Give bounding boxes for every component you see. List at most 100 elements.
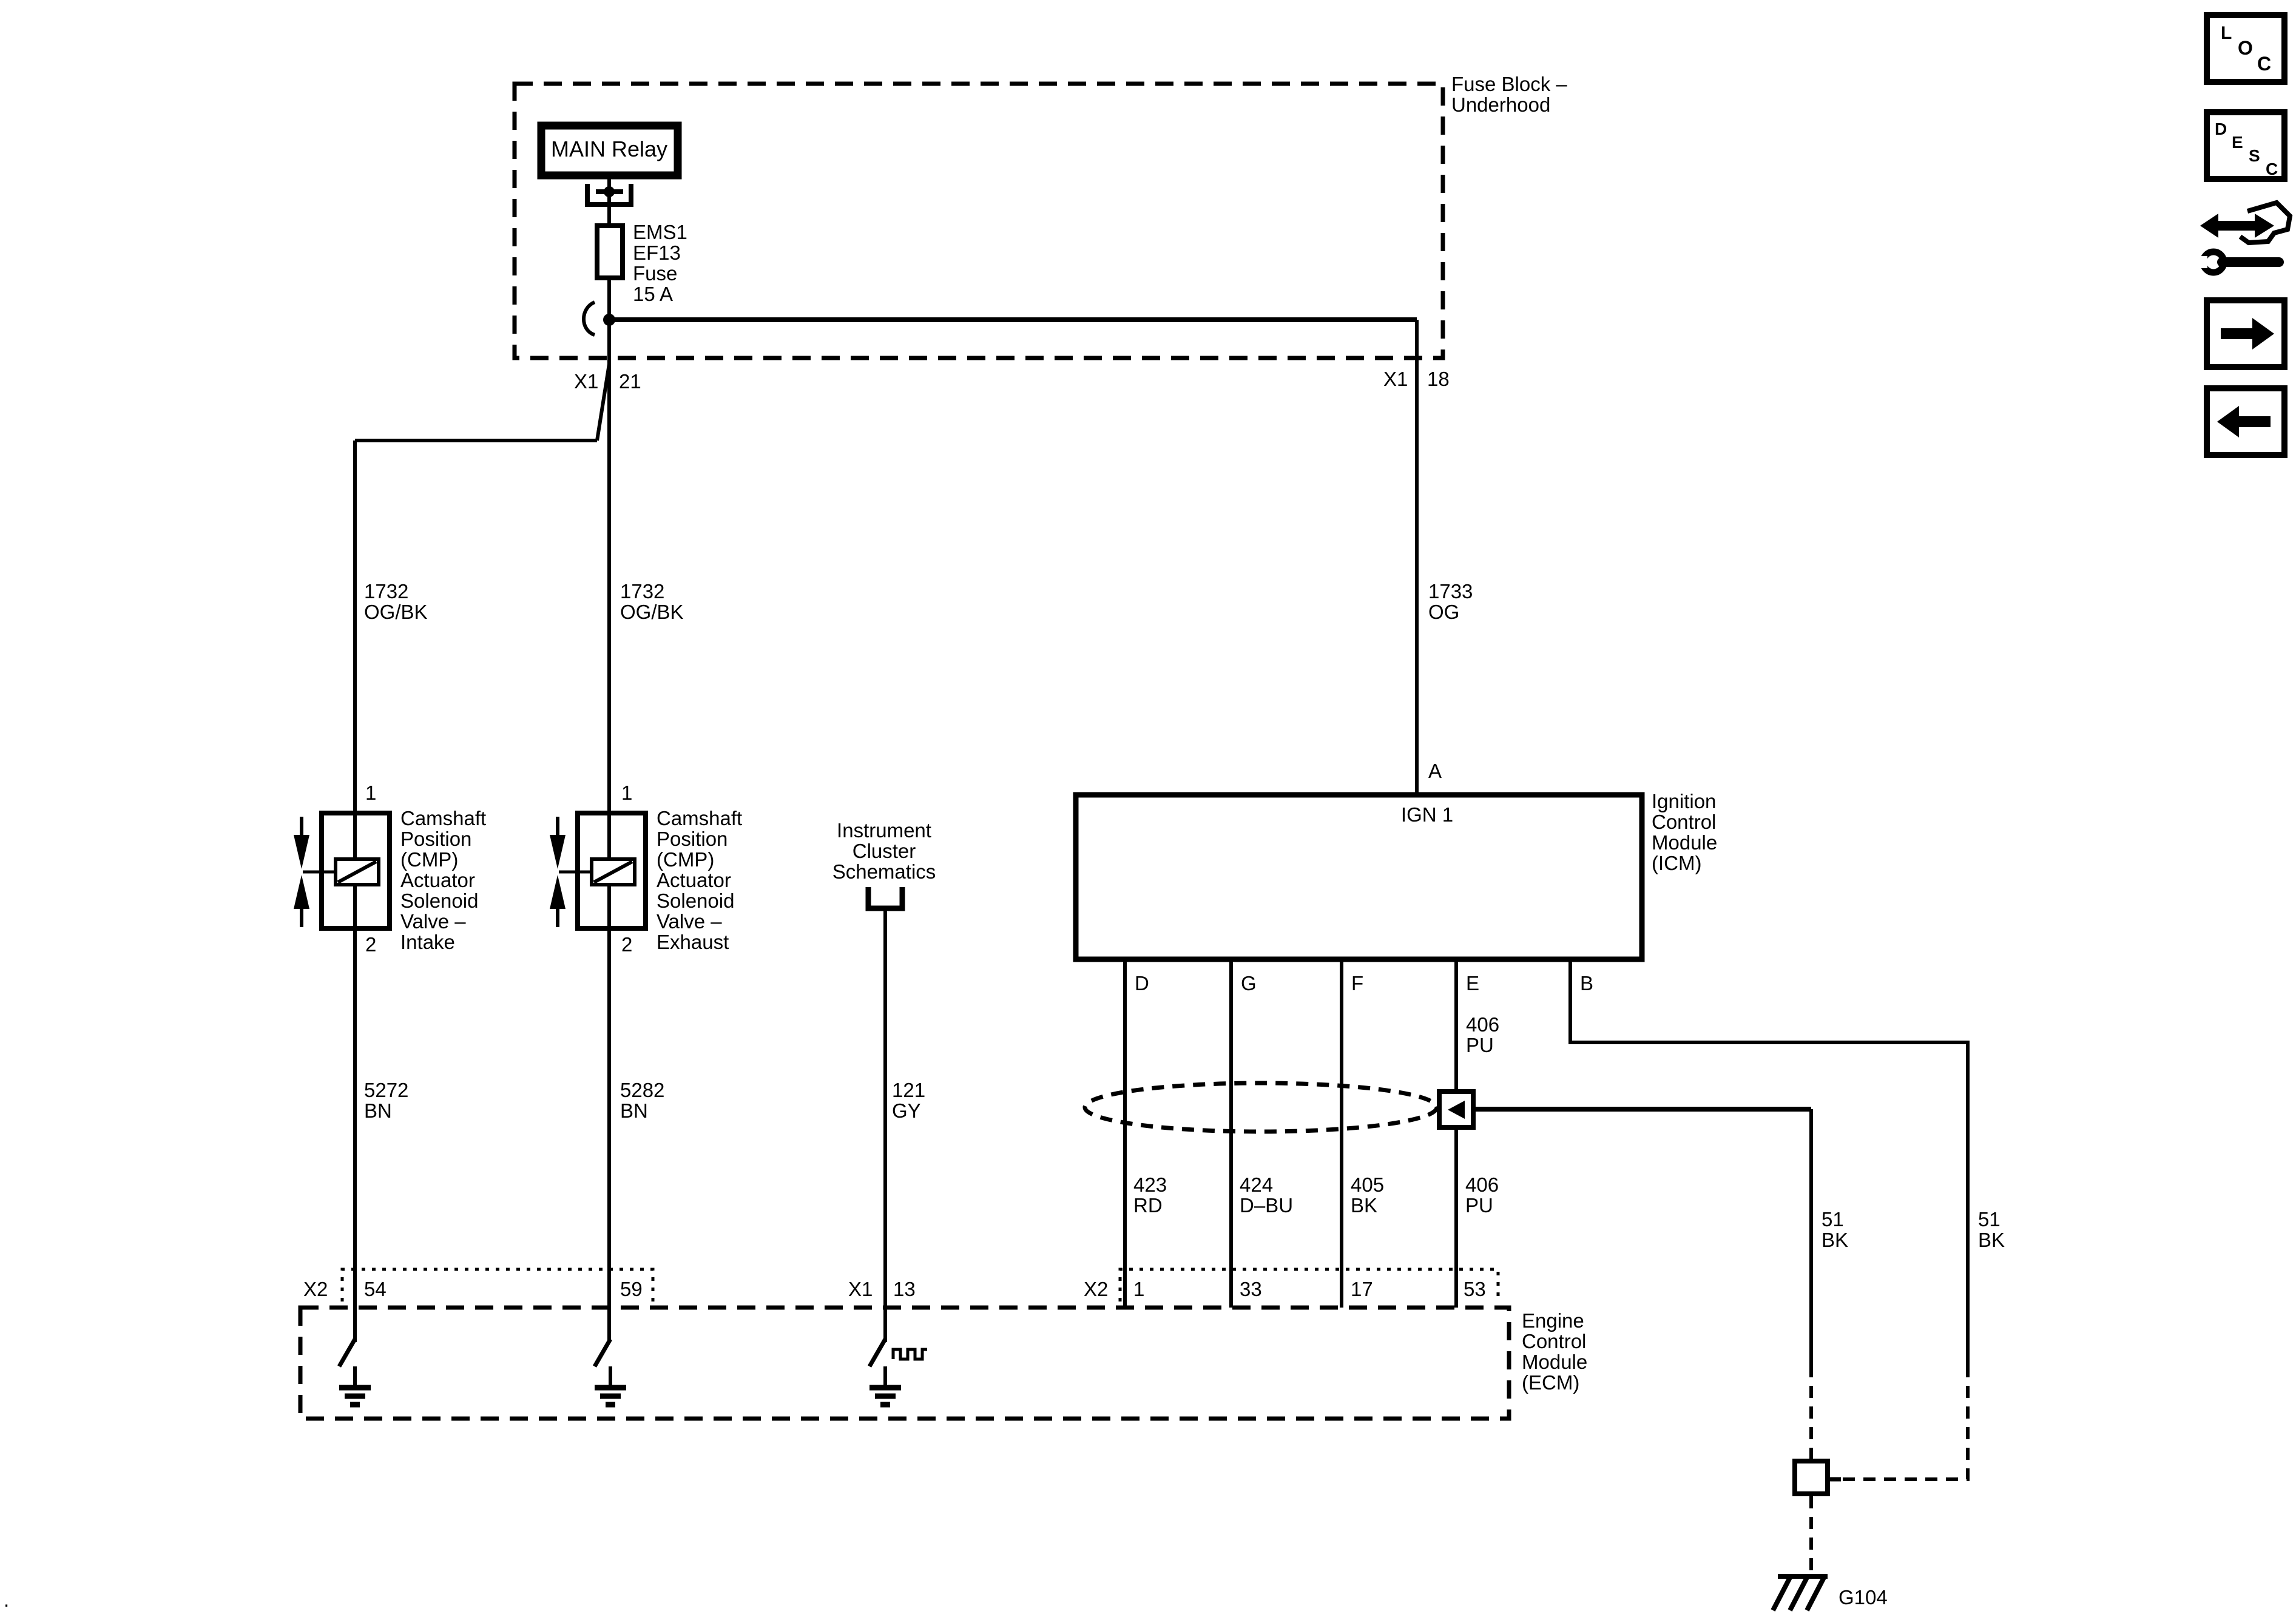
fuse-name: EMS1 [633,221,687,243]
cmp-exhaust-label: Camshaft [657,807,743,829]
wire-1732-right-color: OG/BK [620,601,684,623]
ground-label: G104 [1838,1586,1888,1609]
wire-405-circuit: 405 [1351,1173,1385,1196]
ground-connector-symbol [1792,1459,1830,1496]
icm-label: (ICM) [1652,852,1702,874]
wire-5272-color: BN [364,1099,392,1122]
cmp-exhaust-label: (CMP) [657,848,715,871]
ecm-pin-59: 59 [620,1278,643,1300]
wire-121-color: GY [892,1099,921,1122]
wire-5282-circuit: 5282 [620,1079,665,1101]
g104-ground-icon [1771,1574,1828,1612]
cmp-intake-label: Valve – [400,910,466,933]
terminal-x1-21-conn: X1 [574,370,599,393]
ecm-pin-53: 53 [1464,1278,1486,1300]
fuse-block-border [512,81,1445,360]
wire-main-relay-feed [607,175,1419,1342]
icm-pin-f: F [1351,972,1364,994]
icm-pin-g: G [1241,972,1257,994]
wire-1732-right-circuit: 1732 [620,580,665,603]
wire-406-lower-color: PU [1465,1194,1493,1217]
wire-424-circuit: 424 [1240,1173,1274,1196]
fuse-block-title-line2: Underhood [1451,93,1551,116]
cmp-exhaust-label: Solenoid [657,890,735,912]
cmp-intake-pin-1: 1 [365,781,377,804]
instrument-cluster-ref: Cluster [852,840,916,862]
instrument-cluster-ref: Schematics [832,860,936,883]
wire-406-upper-color: PU [1466,1034,1494,1056]
ecm-border [298,1305,1511,1421]
cmp-intake-label: Position [400,828,472,850]
wire-121-circuit: 121 [892,1079,926,1101]
cmp-exhaust-symbol [550,811,648,931]
desc-button-letter: C [2266,160,2278,178]
icm-box [1073,792,1645,962]
wire-5282-color: BN [620,1099,648,1122]
icm-label: Ignition [1652,790,1717,812]
cmp-exhaust-label: Position [657,828,728,850]
inline-connector-symbol [1437,1089,1476,1130]
wire-branch-intake [353,363,611,1342]
ecm-pin-1: 1 [1133,1278,1145,1300]
ecm-label: Control [1522,1330,1587,1352]
icm-pin-e: E [1466,972,1480,994]
pwm-signal-icon [891,1348,927,1361]
loc-button-letter: C [2257,53,2272,75]
icm-pin-a: A [1428,760,1442,782]
cmp-exhaust-label: Exhaust [657,931,729,953]
wire-51-right-circuit: 51 [1978,1208,2001,1230]
ecm-conn-x2-right: X2 [1084,1278,1109,1300]
icm-pin-d: D [1135,972,1149,994]
ecm-pin-17: 17 [1351,1278,1373,1300]
fuse-rating: 15 A [633,283,674,305]
desc-button[interactable] [2204,109,2288,182]
desc-button-letter: D [2215,120,2227,138]
cmp-intake-label: Camshaft [400,807,487,829]
ecm-label: Engine [1522,1309,1584,1332]
harness-ellipse [1082,1081,1439,1134]
ecm-pin-33: 33 [1240,1278,1262,1300]
ecm-label: (ECM) [1522,1371,1580,1394]
wire-5272-circuit: 5272 [364,1079,409,1101]
icm-pin-b: B [1580,972,1594,994]
ecm-conn-x1: X1 [848,1278,873,1300]
wire-hop-arc [582,300,596,337]
cmp-exhaust-label: Valve – [657,910,722,933]
loc-button[interactable] [2204,12,2288,85]
cmp-intake-label: Solenoid [400,890,479,912]
wire-1733-color: OG [1428,601,1460,623]
ecm-label: Module [1522,1351,1588,1373]
ecm-connector-x2-left-outline [340,1268,655,1301]
back-button[interactable] [2204,385,2288,458]
ecm-connector-x2-right-outline [1118,1268,1500,1301]
ecm-internal-grounds [337,1338,927,1408]
wire-1732-left-circuit: 1732 [364,580,409,603]
terminal-x1-21-pin: 21 [619,370,641,393]
cmp-intake-label: Actuator [400,869,475,891]
cmp-intake-symbol [294,811,392,931]
fuse-symbol [595,223,625,280]
cmp-exhaust-pin-2: 2 [621,933,633,956]
cmp-intake-label: Intake [400,931,455,953]
tools-icon[interactable] [2198,200,2293,276]
instrument-cluster-ref: Instrument [837,819,931,842]
wire-1733-circuit: 1733 [1428,580,1473,603]
terminal-x1-18-pin: 18 [1427,368,1450,390]
loc-button-letter: L [2221,23,2232,43]
main-relay-symbol [537,121,682,207]
ecm-pin-13: 13 [893,1278,916,1300]
icm-output-wires [1123,959,1970,1365]
stray-dot: . [4,1588,10,1611]
cmp-exhaust-pin-1: 1 [621,781,633,804]
icm-title: IGN 1 [1400,803,1454,826]
wire-423-circuit: 423 [1133,1173,1167,1196]
desc-button-letter: S [2249,146,2260,165]
wire-406-lower-circuit: 406 [1465,1173,1499,1196]
forward-button[interactable] [2204,297,2288,370]
forward-arrow-icon [2221,318,2274,349]
wire-51-left-color: BK [1822,1229,1849,1251]
cmp-intake-pin-2: 2 [365,933,377,956]
terminal-x1-18-conn: X1 [1383,368,1408,390]
wire-51-left-circuit: 51 [1822,1208,1844,1230]
